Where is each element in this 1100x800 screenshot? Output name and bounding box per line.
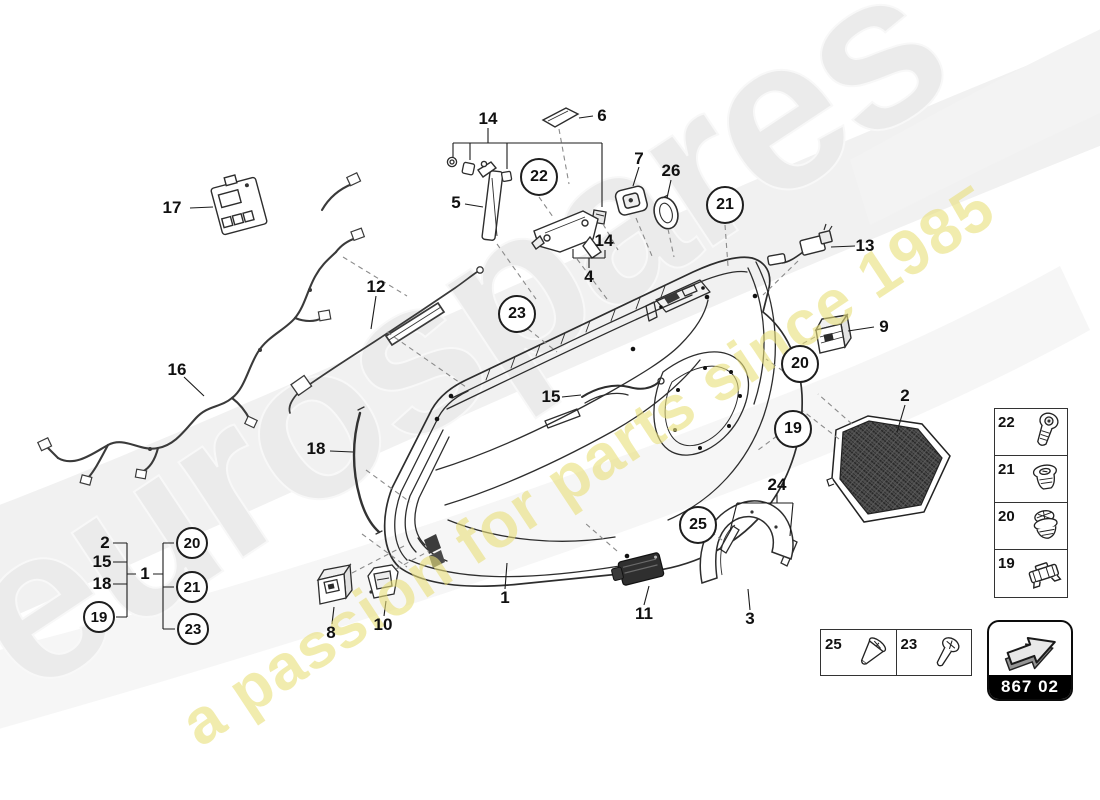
lock-bracket-9 (814, 313, 852, 354)
diagram-group-badge[interactable]: 867 02 (987, 620, 1073, 701)
screw-box-23[interactable]: 23 (895, 630, 972, 675)
bolt-icon (1037, 412, 1059, 446)
fastener-row-21[interactable]: 21 (995, 456, 1067, 503)
part-label-2: 2 (100, 533, 110, 552)
part-label-18: 18 (92, 574, 112, 593)
background-swoosh (0, 29, 1100, 729)
part-label-6: 6 (597, 106, 607, 125)
part-label-3: 3 (745, 609, 755, 628)
switch-10 (367, 564, 399, 599)
part-balloon-19[interactable]: 19 (774, 410, 812, 448)
part-balloon-20[interactable]: 20 (176, 527, 208, 559)
trim-strip-18 (352, 406, 383, 535)
part-label-15: 15 (92, 552, 112, 571)
part-balloon-21[interactable]: 21 (706, 186, 744, 224)
part-balloon-22[interactable]: 22 (520, 158, 558, 196)
gasket-26 (653, 194, 679, 230)
part-label-5: 5 (451, 193, 461, 212)
part-label-13: 13 (855, 236, 875, 255)
screw-number: 25 (825, 636, 842, 653)
screw-number: 23 (900, 636, 918, 653)
fastener-number: 19 (998, 555, 1015, 572)
part-balloon-20[interactable]: 20 (781, 345, 819, 383)
page-code: 867 02 (989, 675, 1071, 699)
screw-reference-boxes: 25 23 (820, 629, 972, 676)
part-balloon-23[interactable]: 23 (498, 295, 536, 333)
plate-6 (541, 107, 580, 128)
fastener-reference-table: 22 21 20 (994, 408, 1068, 598)
pull-handle-3 (699, 500, 794, 584)
part-label-11: 11 (635, 604, 653, 623)
fastener-row-22[interactable]: 22 (995, 409, 1067, 456)
part-label-12: 12 (366, 277, 386, 296)
fastener-number: 21 (998, 461, 1015, 478)
screw-box-25[interactable]: 25 (821, 630, 896, 675)
part-label-26: 26 (661, 161, 681, 180)
part-label-24: 24 (767, 475, 787, 494)
countersunk-screw-icon (860, 636, 886, 665)
part-balloon-19[interactable]: 19 (83, 601, 115, 633)
part-label-1: 1 (500, 588, 510, 607)
part-label-2: 2 (900, 386, 910, 405)
grommet-icon (1032, 464, 1057, 490)
leader-lines (113, 115, 906, 630)
part-label-8: 8 (326, 623, 336, 642)
fastener-row-19[interactable]: 19 (995, 550, 1067, 597)
speaker-grille-2 (826, 415, 951, 523)
arrow-icon (989, 622, 1071, 675)
courtesy-lamp-11 (611, 552, 665, 586)
part-label-9: 9 (879, 317, 889, 336)
pan-head-screw-icon (936, 636, 960, 666)
part-label-7: 7 (634, 149, 644, 168)
part-label-10: 10 (373, 615, 393, 634)
wiring-harness-16 (36, 172, 366, 486)
part-label-14: 14 (594, 231, 614, 250)
part-balloon-23[interactable]: 23 (177, 613, 209, 645)
fastener-number: 20 (998, 508, 1015, 525)
bowden-cable-12 (288, 266, 484, 414)
part-label-17: 17 (162, 198, 182, 217)
control-module-17 (210, 174, 268, 236)
part-label-18: 18 (306, 439, 326, 458)
fastener-number: 22 (998, 414, 1015, 431)
fastener-row-20[interactable]: 20 (995, 503, 1067, 550)
expander-clip-icon (1033, 510, 1058, 539)
explosion-lines (342, 128, 853, 574)
handle-mechanism-4 (531, 210, 602, 259)
part-label-4: 4 (584, 267, 594, 286)
part-balloon-25[interactable]: 25 (679, 506, 717, 544)
part-label-14: 14 (478, 109, 498, 128)
part-label-1: 1 (140, 564, 150, 583)
sensor-13 (767, 223, 833, 266)
part-label-15: 15 (541, 387, 561, 406)
part-label-16: 16 (167, 360, 187, 379)
flat-clip-icon (1028, 561, 1062, 589)
bracket-5 (476, 160, 504, 241)
switch-8 (316, 563, 353, 605)
switch-7 (614, 185, 648, 216)
part-balloon-21[interactable]: 21 (176, 571, 208, 603)
